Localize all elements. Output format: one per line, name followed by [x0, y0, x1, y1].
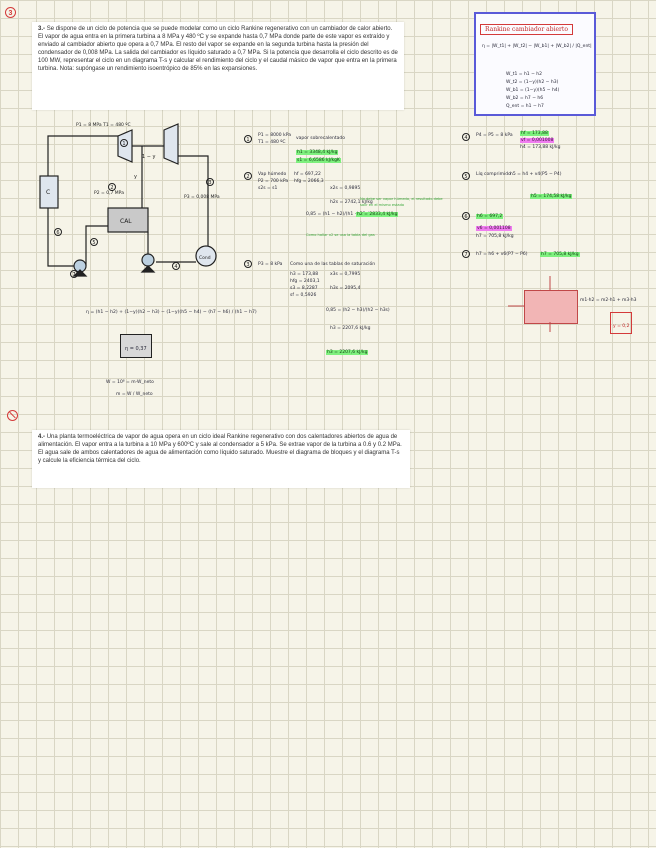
- y-result-box: y = 0,2: [610, 312, 633, 334]
- step-1-line-2: T1 = 480 ºC: [258, 140, 286, 145]
- step-1-line-4: h1 = 3348,4 kJ/kg: [296, 150, 339, 156]
- rankine-block-diagram: P1 = 8 MPa T1 = 480 ºC P2 = 0,7 MPa P3 =…: [39, 122, 220, 277]
- step-2-line-2: P2 = 700 kPa: [258, 179, 289, 184]
- step-3-line-8: h3s = 2095,4: [330, 286, 361, 291]
- mixing-chamber: [524, 290, 578, 324]
- step-1-line-3: vapor sobrecalentado: [296, 136, 346, 141]
- diagram-node-7: 7: [70, 270, 78, 278]
- formula-line-5: Q_ent = h1 − h7: [506, 104, 544, 109]
- formula-line-1: W_t1 = h1 − h2: [506, 72, 543, 77]
- step-3-line-2: Como una de las tablas de saturación: [290, 262, 376, 267]
- problem-4-text: Una planta termoeléctrica de vapor de ag…: [38, 434, 402, 464]
- formula-line-4: W_b2 = h7 − h6: [506, 96, 544, 101]
- step-5-val-1: h5 = h4 + v4(P5 − P4): [510, 172, 562, 177]
- diagram-node-5: 5: [90, 238, 98, 246]
- diagram-cond-label: Cond: [199, 255, 211, 261]
- step-1-marker: 1: [244, 135, 252, 143]
- efficiency-result: η = 0,37: [125, 346, 147, 352]
- step-7-marker: 7: [462, 250, 470, 258]
- s1-value: s1 = 6,6586 kJ/kgK: [296, 158, 341, 163]
- problem-4-statement: 4.- Una planta termoeléctrica de vapor d…: [32, 430, 410, 488]
- step-6-val-1: v6 = 0,001108: [476, 226, 512, 232]
- hf4-value: hf = 173,88: [520, 131, 549, 136]
- diagram-state2-label: P2 = 0,7 MPa: [94, 190, 124, 196]
- green-note-2: Como hallar x2 se usa la tabla del gas: [306, 233, 375, 237]
- diagram-1-minus-y-label: 1 − y: [142, 154, 156, 160]
- vf4-value: vf = 0,001008: [520, 138, 555, 143]
- y-result: y = 0,2: [613, 324, 630, 329]
- diagram-state1-label: P1 = 8 MPa T1 = 480 ºC: [76, 122, 131, 128]
- h1-value: h1 = 3348,4 kJ/kg: [296, 150, 339, 155]
- step-4-line-1: P4 = P5 = 8 kPa: [476, 133, 513, 138]
- step-3-line-10: 0,85 = (h2 − h3)/(h2 − h3s): [326, 308, 390, 313]
- circle-slash-icon: [7, 410, 18, 421]
- mixing-chamber-arrows: [508, 276, 551, 332]
- step-2-line-6: x2s = 0,9895: [330, 186, 361, 191]
- efficiency-formula: η = (h1 − h2) + (1−y)(h2 − h3) − (1−y)(h…: [86, 310, 257, 315]
- h6-value: h6 = 697,2: [476, 214, 504, 219]
- h7-value: h7 = 705,8 kJ/kg: [540, 252, 580, 257]
- step-4-val-2: vf = 0,001008: [520, 138, 555, 144]
- diagram-state3-label: P3 = 0,008 MPa: [184, 194, 220, 200]
- formula-box: Rankine cambiador abierto η = |W_t1| + |…: [474, 12, 596, 116]
- diagram-cal-label: CAL: [120, 218, 132, 225]
- step-6-line-1: h6 = 697,2: [476, 214, 504, 220]
- h2-value: h2 = 2833,4 kJ/kg: [356, 212, 399, 217]
- step-3-line-6: sf = 0,5926: [290, 293, 317, 298]
- diagram-boiler-label: C: [46, 189, 50, 196]
- formula-eta: η = |W_t1| + |W_t2| − |W_b1| + |W_b2| / …: [482, 44, 592, 49]
- step-2-line-8: 0,85 = (h1 − h2)/(h1 − h2s): [306, 212, 370, 217]
- step-2-line-3: s2s = s1: [258, 186, 278, 191]
- mass-flow-line-2: m = W / W_neto: [116, 392, 153, 397]
- diagram-node-2: 2: [108, 183, 116, 191]
- step-3-line-7: x3s = 0,7995: [330, 272, 361, 277]
- diagram-node-6: 6: [54, 228, 62, 236]
- formula-line-3: W_b1 = (1−y)(h5 − h4): [506, 88, 560, 93]
- diagram-node-4: 4: [172, 262, 180, 270]
- step-3-line-4: hfg = 2403,1: [290, 279, 320, 284]
- step-3-line-5: s3 = 8,2287: [290, 286, 318, 291]
- step-3-line-3: h3 = 173,88: [290, 272, 319, 277]
- step-2-line-1: Vap húmedo: [258, 172, 287, 177]
- diagram-node-1: 1: [120, 139, 128, 147]
- step-3-result: h3 = 2207,6 kJ/kg: [326, 350, 369, 356]
- problem-3-statement: 3.- Se dispone de un ciclo de potencia q…: [32, 22, 404, 110]
- step-4-val-3: h4 = 173,88 kJ/kg: [520, 145, 561, 150]
- step-5-val-2: h5 = 174,58 kJ/kg: [530, 194, 573, 200]
- step-6-val-2: h7 = 705,8 kJ/kg: [476, 234, 514, 239]
- h5-value: h5 = 174,58 kJ/kg: [530, 194, 573, 199]
- problem-3-text: Se dispone de un ciclo de potencia que s…: [38, 26, 398, 72]
- step-4-val-1: hf = 173,88: [520, 131, 549, 137]
- formula-line-2: W_t2 = (1−y)(h2 − h3): [506, 80, 559, 85]
- step-2-line-5: hfg = 2066,3: [294, 179, 324, 184]
- mass-balance: m1·h2 = m2·h1 + m3·h3: [580, 298, 637, 303]
- step-4-marker: 4: [462, 133, 470, 141]
- h3-value: h3 = 2207,6 kJ/kg: [326, 350, 369, 355]
- step-2-line-7: h2s = 2742,1 kJ/kg: [330, 200, 373, 205]
- step-6-marker: 6: [462, 212, 470, 220]
- step-2-marker: 2: [244, 172, 252, 180]
- v6-value: v6 = 0,001108: [476, 226, 512, 231]
- step-1-line-5: s1 = 6,6586 kJ/kgK: [296, 158, 341, 164]
- problem-3-marker: 3: [5, 7, 16, 18]
- problem-3-number: 3.-: [38, 26, 46, 32]
- formula-title: Rankine cambiador abierto: [480, 24, 573, 35]
- step-7-result: h7 = 705,8 kJ/kg: [540, 252, 580, 258]
- diagram-y-label: y: [134, 174, 137, 180]
- mass-flow-line-1: W = 10⁸ = m·W_neto: [106, 380, 154, 385]
- step-3-marker: 3: [244, 260, 252, 268]
- step-5-line-1: Líq comprimido: [476, 172, 511, 177]
- step-2-line-4: hf = 697,22: [294, 172, 321, 177]
- step-2-line-9: h2 = 2833,4 kJ/kg: [356, 212, 399, 218]
- green-note-1: No debe ser vapor húmedo, el resultado d…: [360, 197, 443, 207]
- problem-4-number: 4.-: [38, 434, 46, 440]
- step-1-line-1: P1 = 8000 kPa: [258, 133, 291, 138]
- step-5-marker: 5: [462, 172, 470, 180]
- step-3-line-1: P3 = 8 kPa: [258, 262, 283, 267]
- step-7-line-1: h7 = h6 + v6(P7 − P6): [476, 252, 528, 257]
- step-3-line-9: h3 = 2207,6 kJ/kg: [330, 326, 371, 331]
- diagram-node-3: 3: [206, 178, 214, 186]
- efficiency-result-box: η = 0,37: [120, 334, 152, 358]
